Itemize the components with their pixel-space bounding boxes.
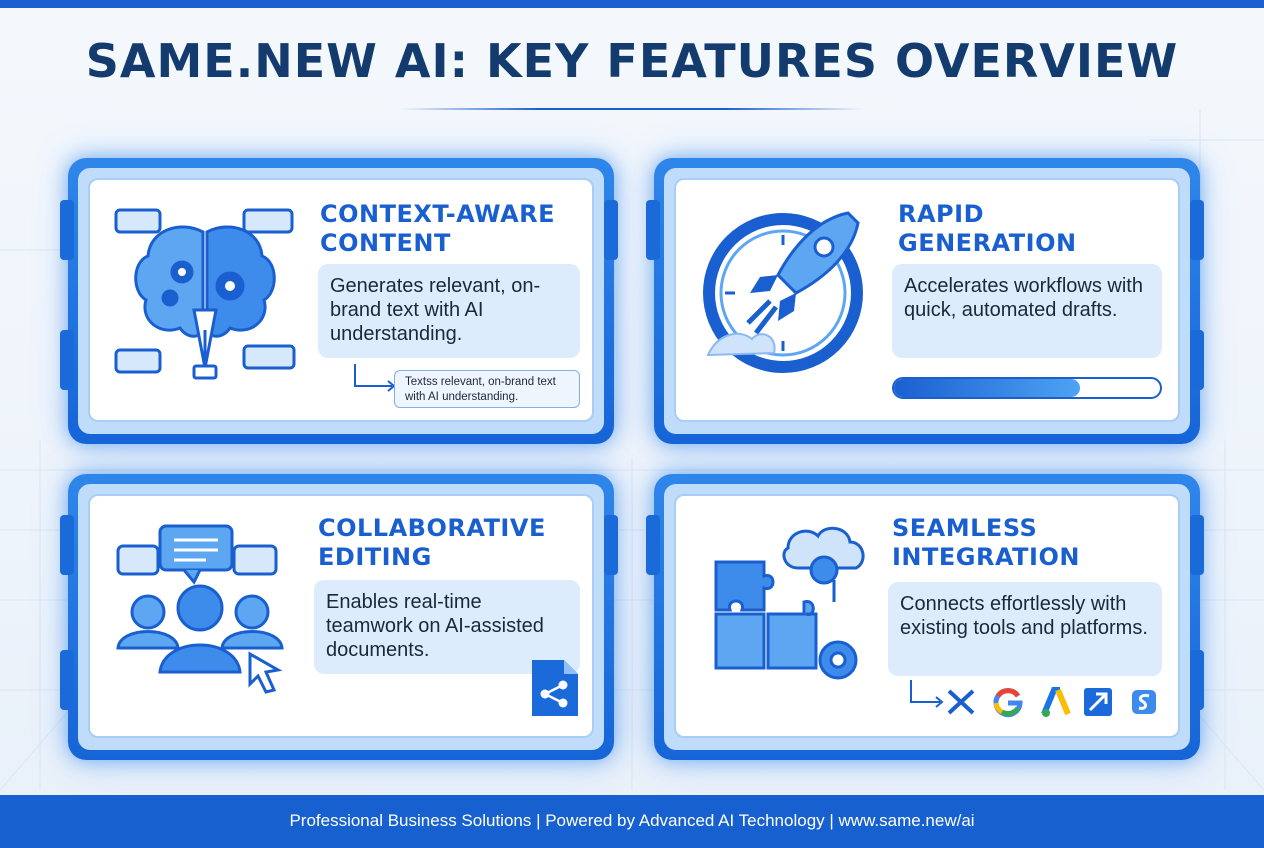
share-document-icon xyxy=(532,660,578,716)
g-logo-icon xyxy=(993,688,1023,718)
brain-pen-icon xyxy=(114,208,296,380)
s-logo-icon xyxy=(1132,690,1156,714)
generation-progress-bar xyxy=(892,377,1162,399)
feature-title-line: GENERATION xyxy=(898,229,1077,257)
top-accent-bar xyxy=(0,0,1264,8)
x-logo-icon xyxy=(947,689,975,715)
connector-arrow-icon xyxy=(354,364,396,392)
card-tab xyxy=(646,200,660,260)
progress-fill xyxy=(894,379,1081,397)
feature-title: CONTEXT-AWARE CONTENT xyxy=(320,200,555,258)
card-tab xyxy=(60,330,74,390)
integration-logos xyxy=(946,686,1160,718)
a-logo-icon xyxy=(1041,687,1071,717)
feature-title-line: RAPID xyxy=(898,200,984,228)
card-tab xyxy=(1190,200,1204,260)
feature-note: Textss relevant, on-brand text with AI u… xyxy=(394,370,580,408)
connector-arrow-icon xyxy=(910,680,944,708)
card-tab xyxy=(646,515,660,575)
page-title: SAME.NEW AI: KEY FEATURES OVERVIEW xyxy=(85,34,1179,88)
feature-title: RAPID GENERATION xyxy=(898,200,1077,258)
footer-bar: Professional Business Solutions | Powere… xyxy=(0,795,1264,848)
feature-title-line: CONTEXT-AWARE xyxy=(320,200,556,228)
feature-title-line: INTEGRATION xyxy=(892,543,1080,571)
rocket-clock-icon xyxy=(703,211,863,373)
card-tab xyxy=(604,515,618,575)
card-tab xyxy=(1190,330,1204,390)
card-tab xyxy=(604,200,618,260)
puzzle-cloud-icon xyxy=(714,526,865,680)
feature-title-line: CONTENT xyxy=(320,229,451,257)
feature-description: Enables real-time teamwork on AI-assiste… xyxy=(314,580,580,674)
feature-description: Accelerates workflows with quick, automa… xyxy=(892,264,1162,358)
footer-text: Professional Business Solutions | Powere… xyxy=(289,811,975,830)
feature-title-line: EDITING xyxy=(318,543,432,571)
feature-title: SEAMLESS INTEGRATION xyxy=(892,514,1080,572)
feature-description: Connects effortlessly with existing tool… xyxy=(888,582,1162,676)
card-tab xyxy=(1190,515,1204,575)
feature-description: Generates relevant, on-brand text with A… xyxy=(318,264,580,358)
card-tab xyxy=(60,200,74,260)
card-tab xyxy=(60,515,74,575)
feature-title-line: COLLABORATIVE xyxy=(318,514,546,542)
feature-title-line: SEAMLESS xyxy=(892,514,1038,542)
feature-title: COLLABORATIVE EDITING xyxy=(318,514,546,572)
team-chat-icon xyxy=(116,524,284,694)
title-divider xyxy=(400,108,864,110)
card-tab xyxy=(60,650,74,710)
card-tab xyxy=(1190,650,1204,710)
arrow-logo-icon xyxy=(1084,688,1112,716)
